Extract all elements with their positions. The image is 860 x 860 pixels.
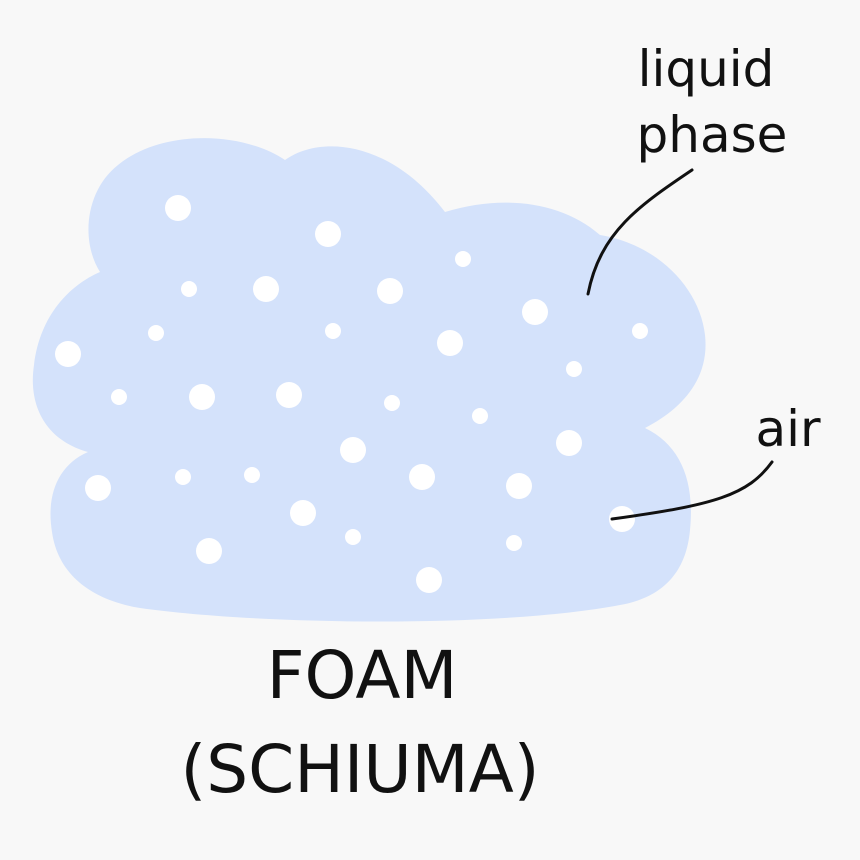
bubble bbox=[111, 389, 127, 405]
bubble bbox=[196, 538, 222, 564]
air-leader-line bbox=[610, 460, 774, 521]
bubble bbox=[276, 382, 302, 408]
bubble bbox=[437, 330, 463, 356]
bubble bbox=[315, 221, 341, 247]
bubble bbox=[377, 278, 403, 304]
bubble bbox=[253, 276, 279, 302]
title-foam: FOAM bbox=[267, 637, 458, 714]
bubble bbox=[384, 395, 400, 411]
bubble bbox=[340, 437, 366, 463]
bubble bbox=[556, 430, 582, 456]
bubble bbox=[506, 535, 522, 551]
bubble bbox=[181, 281, 197, 297]
bubble bbox=[148, 325, 164, 341]
foam-body bbox=[32, 138, 706, 622]
bubble bbox=[522, 299, 548, 325]
bubble bbox=[165, 195, 191, 221]
bubble bbox=[290, 500, 316, 526]
label-liquid-line2: phase bbox=[637, 106, 788, 164]
label-liquid-line1: liquid bbox=[638, 40, 775, 98]
bubble bbox=[325, 323, 341, 339]
bubble bbox=[244, 467, 260, 483]
bubble bbox=[566, 361, 582, 377]
bubble bbox=[175, 469, 191, 485]
bubble bbox=[55, 341, 81, 367]
bubble bbox=[632, 323, 648, 339]
bubble bbox=[85, 475, 111, 501]
liquid-leader-line bbox=[586, 168, 694, 296]
bubble bbox=[472, 408, 488, 424]
bubble bbox=[455, 251, 471, 267]
bubble bbox=[416, 567, 442, 593]
air-bubbles bbox=[55, 195, 648, 593]
label-air: air bbox=[755, 400, 821, 458]
bubble bbox=[506, 473, 532, 499]
bubble bbox=[409, 464, 435, 490]
title-schiuma: (SCHIUMA) bbox=[181, 731, 540, 808]
bubble bbox=[345, 529, 361, 545]
bubble bbox=[189, 384, 215, 410]
